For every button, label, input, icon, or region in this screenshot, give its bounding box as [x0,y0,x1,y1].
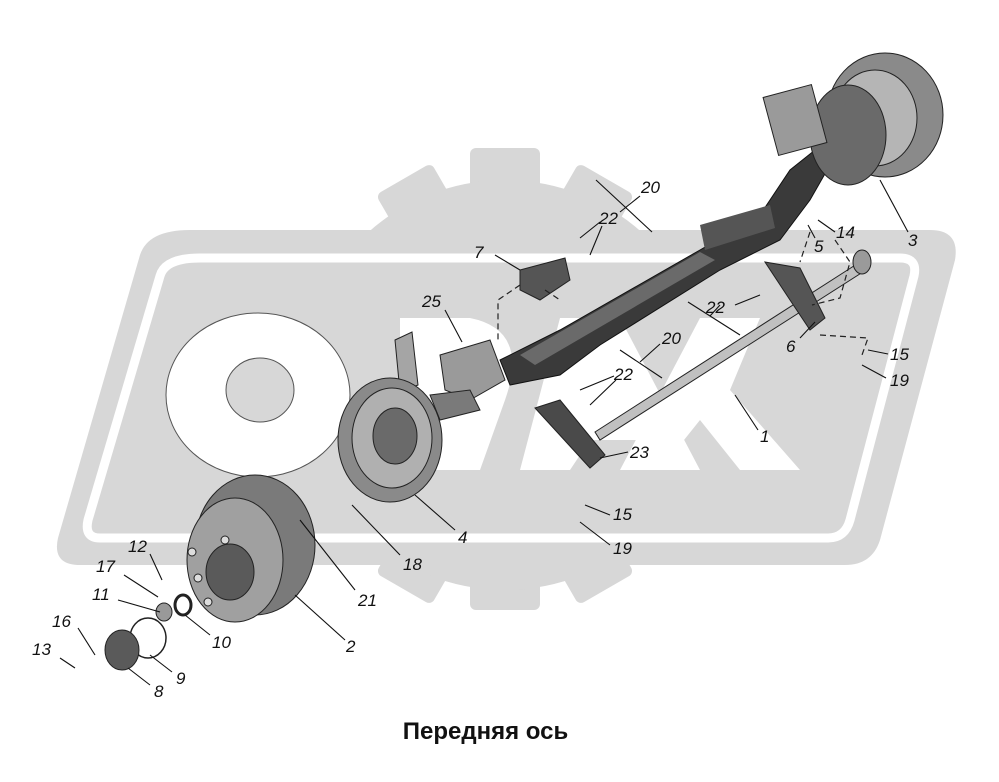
callout-15a: 15 [890,345,909,364]
callout-21: 21 [357,591,377,610]
callout-17: 17 [96,557,115,576]
hub-small-parts [104,593,193,671]
callout-9: 9 [176,669,186,688]
callout-5: 5 [814,237,824,256]
callout-3: 3 [908,231,918,250]
callout-11: 11 [92,585,110,604]
callout-22b: 22 [705,298,725,317]
right-hub-assembly [762,52,944,186]
callout-20b: 20 [661,329,681,348]
callout-22a: 22 [598,209,618,228]
callout-25: 25 [421,292,441,311]
callout-20a: 20 [640,178,660,197]
callout-23: 23 [629,443,649,462]
callout-6: 6 [786,337,796,356]
callout-2: 2 [345,637,356,656]
callout-7: 7 [474,243,484,262]
callout-8: 8 [154,682,164,701]
callout-22c: 22 [613,365,633,384]
callout-19a: 19 [890,371,909,390]
callout-12: 12 [128,537,147,556]
assembly-lines [497,231,869,356]
callout-14: 14 [836,223,855,242]
callout-1: 1 [760,427,769,446]
steering-arm [534,399,606,469]
axle-beam [499,149,831,386]
callout-19b: 19 [613,539,632,558]
callout-4: 4 [458,528,467,547]
brake-drum [186,474,316,623]
brake-assembly [337,377,443,503]
callout-10: 10 [212,633,231,652]
callout-16: 16 [52,612,71,631]
diagram-caption: Передняя ось [402,718,569,745]
spring-pads [519,257,826,331]
callout-15b: 15 [613,505,632,524]
callout-13: 13 [32,640,51,659]
callout-18: 18 [403,555,422,574]
steering-knuckle [394,331,506,421]
callouts: 1 2 3 4 5 6 7 8 9 10 11 12 13 14 15 15 1 [32,178,918,701]
